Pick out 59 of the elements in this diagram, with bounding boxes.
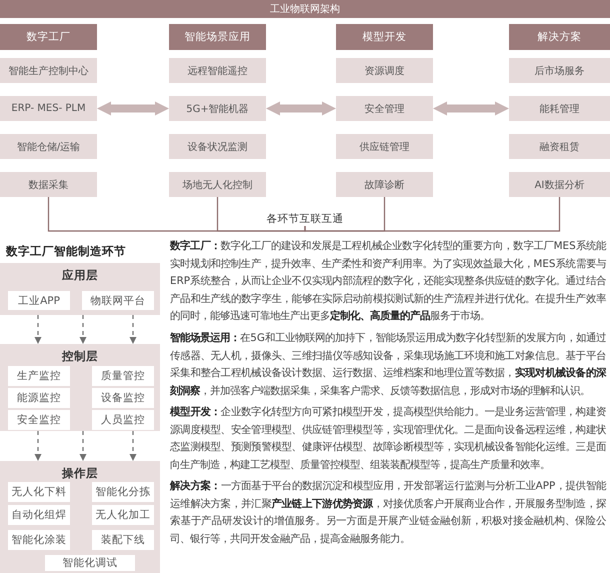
module-box: 装配下线 bbox=[92, 530, 154, 550]
feature-box: 安全管理 bbox=[336, 96, 433, 121]
module-box: 人员监控 bbox=[92, 410, 154, 430]
feature-box: 能耗管理 bbox=[509, 96, 610, 121]
layer-panel bbox=[0, 461, 160, 573]
module-box: 无人化下料 bbox=[8, 482, 70, 502]
arrow bbox=[34, 315, 42, 344]
feature-box: 后市场服务 bbox=[509, 58, 610, 83]
layer-panel bbox=[0, 263, 160, 315]
column-header: 解决方案 bbox=[509, 24, 610, 50]
module-box: 无人化加工 bbox=[92, 505, 154, 525]
module-box: 智能化分拣 bbox=[92, 482, 154, 502]
module-box: 能源监控 bbox=[8, 388, 70, 408]
paragraph: 模型开发：企业数字化转型方向可紧扣模型开发，提高模型供给能力。一是业务运营管理，构建资源调度模型、安全管理模型、供应链管理模型等，实现管理优化。二是面向设备远程运维，构建状态监测模型、预测预警模型、健康评估模型、故障诊断模型等，实现机械设备智能化运维。三是面向生产制造，构建工艺模型、质量管控模型、组装装配模型等，提高生产质量和效率。 bbox=[170, 405, 606, 472]
double-arrow bbox=[433, 102, 509, 116]
feature-box: 供应链管理 bbox=[336, 134, 433, 159]
feature-box: ERP- MES- PLM bbox=[0, 96, 97, 121]
arrow bbox=[34, 431, 42, 461]
arrow bbox=[130, 315, 136, 344]
module-box: 质量管控 bbox=[92, 366, 154, 386]
paragraph: 数字工厂：数字化工厂的建设和发展是工程机械企业数字化转型的重要方向，数字工厂MES系统能实时规划和控制生产，提升效率、生产柔性和资产利用率。为了实现效益最大化，MES系统需要与ERP系统整合，从而让企业不仅实现内部流程的数字化，还能实现整条供应链的数字化。通过结合产品和生产线的数字孪生，能够在实际启动前模拟测试新的生产流程并进行优化。在提升生产效率的同时，能够迅速可靠地生产出更多定制化、高质量的产品服务于市场。 bbox=[170, 238, 606, 324]
double-arrow bbox=[266, 102, 336, 116]
feature-box: AI数据分析 bbox=[509, 172, 610, 197]
arrow bbox=[80, 431, 86, 461]
caption-text: 各环节互联互通 bbox=[255, 212, 355, 226]
module-box: 设备监控 bbox=[92, 388, 154, 408]
feature-box: 场地无人化控制 bbox=[169, 172, 266, 197]
module-box: 生产监控 bbox=[8, 366, 70, 386]
module-box: 物联网平台 bbox=[82, 291, 154, 310]
module-box: 智能化调试 bbox=[45, 555, 135, 571]
module-box: 安全监控 bbox=[8, 410, 70, 430]
panel-heading: 操作层 bbox=[62, 466, 98, 481]
feature-box: 5G+智能机器 bbox=[169, 96, 266, 121]
paragraph: 智能场景运用：在5G和工业物联网的加持下，智能场景运用成为数字化转型新的发展方向，如通过传感器、无人机，摄像头、三维扫描仪等感知设备，采集现场施工环境和施工对象信息。基于平台采集和整合工程机械设备设计数据、运行数据、运维档案和地理位置等数据，实现对机械设备的深刻洞察，并加强客户端数据采集，采集客户需求、反馈等数据信息，形成对市场的理解和认识。 bbox=[170, 331, 606, 398]
module-box: 自动化组焊 bbox=[8, 505, 70, 525]
feature-box: 远程智能遥控 bbox=[169, 58, 266, 83]
feature-box: 故障诊断 bbox=[336, 172, 433, 197]
double-arrow bbox=[97, 102, 169, 116]
feature-box: 数据采集 bbox=[0, 172, 97, 197]
column-header: 智能场景应用 bbox=[169, 24, 266, 50]
feature-box: 设备状况监测 bbox=[169, 134, 266, 159]
module-box: 工业APP bbox=[8, 291, 70, 310]
feature-box: 融资租赁 bbox=[509, 134, 610, 159]
column-header: 模型开发 bbox=[336, 24, 433, 50]
layer-panel bbox=[0, 344, 160, 431]
arrow bbox=[130, 431, 136, 461]
section-heading: 数字工厂智能制造环节 bbox=[6, 243, 126, 260]
feature-box: 智能仓储/运输 bbox=[0, 134, 97, 159]
paragraph: 解决方案：一方面基于平台的数据沉淀和模型应用，开发部署运行监测与分析工业APP，提供智能运维解决方案，并汇聚产业链上下游优势资源，对接优质客户开展商业合作，开展服务型制造，探索基于产品研发设计的增值服务。另一方面是开展产业链金融创新，积极对接金融机构、保险公司、银行等，共同开发金融产品，提高金融服务能力。 bbox=[170, 478, 606, 546]
panel-heading: 控制层 bbox=[62, 349, 98, 364]
title-banner: 工业物联网架构 bbox=[0, 0, 610, 18]
feature-box: 智能生产控制中心 bbox=[0, 58, 97, 83]
column-header: 数字工厂 bbox=[0, 24, 97, 50]
panel-heading: 应用层 bbox=[62, 268, 98, 283]
connector-line bbox=[216, 197, 306, 232]
arrow bbox=[80, 315, 86, 344]
module-box: 智能化涂装 bbox=[8, 530, 70, 550]
feature-box: 资源调度 bbox=[336, 58, 433, 83]
connector-line bbox=[304, 197, 560, 232]
